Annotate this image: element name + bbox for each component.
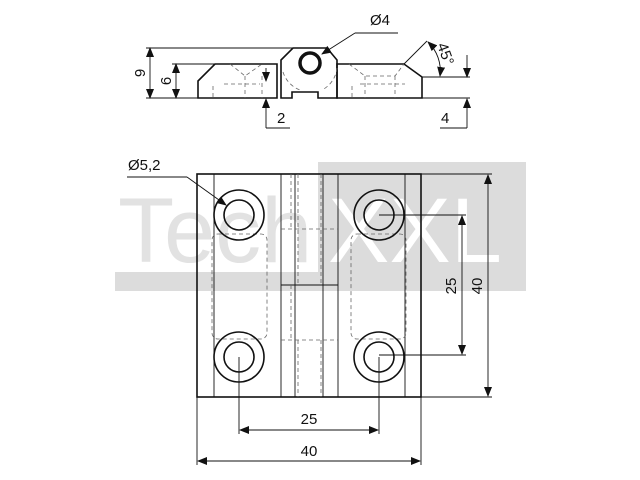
dim-hole-spacing-x: 25 — [301, 411, 318, 428]
side-view: 9 6 2 4 45° Ø4 — [132, 12, 471, 129]
dim-leaf-height: 6 — [158, 77, 175, 85]
dim-total-height: 9 — [132, 69, 149, 77]
dim-relief: 2 — [277, 110, 285, 127]
watermark-text-tech: Tech — [118, 180, 312, 282]
dim-chamfer-angle: 45° — [433, 41, 457, 68]
pin-icon — [298, 51, 322, 75]
dim-hole-diameter: Ø5,2 — [128, 157, 161, 174]
top-view: Ø5,2 25 40 25 40 — [127, 157, 492, 465]
dim-width: 40 — [301, 443, 318, 460]
dim-pin-diameter: Ø4 — [370, 12, 390, 29]
watermark: Tech XXL — [115, 162, 526, 291]
dim-hole-spacing-y: 25 — [443, 278, 460, 295]
watermark-text-xxl: XXL — [328, 180, 502, 282]
dim-thickness: 4 — [441, 110, 449, 127]
dim-height: 40 — [469, 278, 486, 295]
